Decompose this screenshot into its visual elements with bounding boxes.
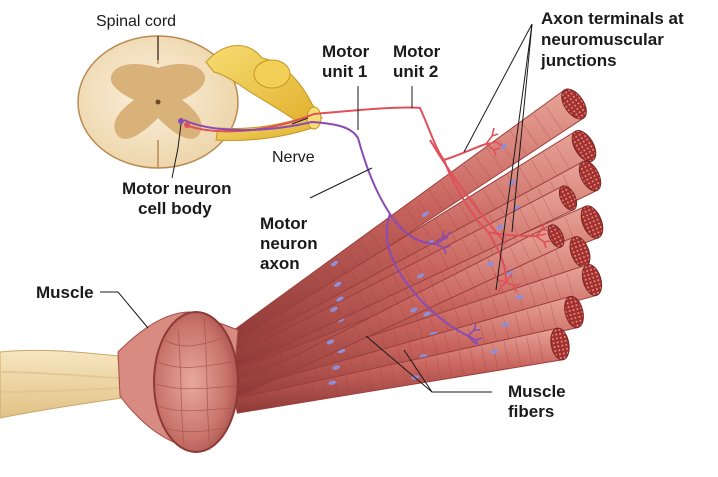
muscle-cross-section [154, 312, 238, 452]
tendon [0, 350, 122, 418]
motor-neuron-cell-body-unit-2 [184, 122, 190, 128]
motor-neuron-cell-body-unit-1 [178, 118, 184, 124]
label-muscle: Muscle [36, 283, 94, 302]
label-motor-unit-1: Motor unit 1 [322, 42, 374, 81]
label-muscle-fibers: Muscle fibers [508, 382, 570, 421]
label-motor-neuron-cell-body: Motor neuron cell body [122, 179, 236, 218]
label-nerve: Nerve [272, 149, 315, 166]
label-motor-unit-2: Motor unit 2 [393, 42, 445, 81]
label-spinal-cord: Spinal cord [96, 13, 176, 30]
label-motor-neuron-axon: Motor neuron axon [260, 214, 322, 273]
label-axon-terminals: Axon terminals at neuromuscular junction… [540, 9, 688, 70]
